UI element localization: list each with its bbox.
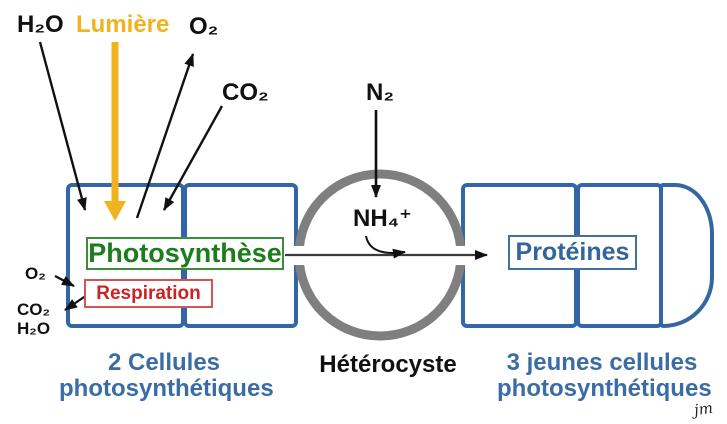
author-signature: jm — [692, 398, 715, 420]
h2o-top-label: H₂O — [17, 11, 64, 38]
young-cell-3 — [659, 183, 714, 328]
nh4-arrow — [365, 235, 406, 259]
photosynthese-label: Photosynthèse — [88, 238, 282, 268]
caption-young-cells-line2: photosynthétiques — [497, 375, 712, 402]
respiration-box: Respiration — [84, 279, 213, 308]
respiration-label: Respiration — [96, 282, 201, 304]
light-label: Lumière — [76, 11, 170, 38]
proteines-label: Protéines — [515, 238, 630, 266]
caption-heterocyste: Hétérocyste — [319, 351, 457, 378]
photosynthese-box: Photosynthèse — [86, 237, 284, 270]
co2-top-label: CO₂ — [222, 79, 269, 106]
proteines-box: Protéines — [508, 235, 637, 270]
caption-photosynthetic-cells-line1: 2 Cellules — [107, 349, 221, 376]
caption-young-cells-line1: 3 jeunes cellules — [506, 349, 698, 376]
nh4-label: NH₄⁺ — [353, 205, 412, 232]
n2-label: N₂ — [366, 79, 394, 106]
caption-photosynthetic-cells: 2 Cellules photosynthétiques — [59, 349, 274, 402]
caption-photosynthetic-cells-line2: photosynthétiques — [59, 375, 274, 402]
o2-side-label: O₂ — [25, 264, 46, 283]
co2-side-label: CO₂ — [17, 300, 51, 319]
caption-young-cells: 3 jeunes cellules photosynthétiques — [497, 349, 712, 402]
h2o-side-label: H₂O — [17, 319, 51, 338]
o2-top-label: O₂ — [189, 13, 219, 40]
heterocyst-circle — [294, 169, 466, 341]
